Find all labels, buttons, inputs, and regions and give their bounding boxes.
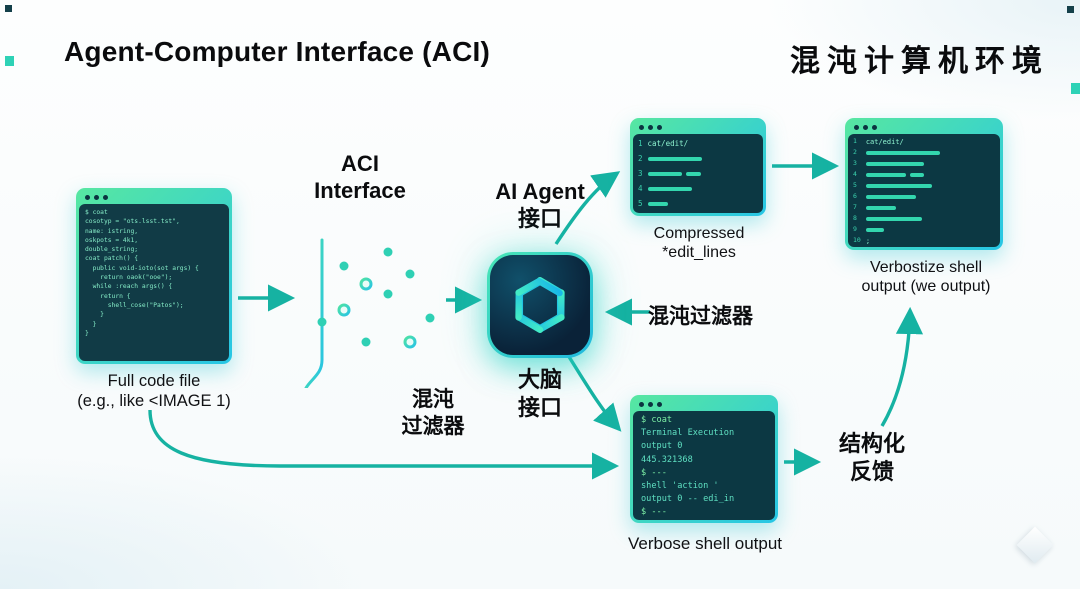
traffic-dot-icon: [639, 402, 644, 407]
traffic-dot-icon: [639, 125, 644, 130]
brand-diamond-icon: [1016, 526, 1054, 564]
traffic-dot-icon: [648, 402, 653, 407]
traffic-dot-icon: [657, 402, 662, 407]
chaos-filter-label-right: 混沌过滤器: [648, 305, 753, 328]
code-line: cat/edit/: [647, 139, 689, 148]
traffic-dot-icon: [854, 125, 859, 130]
code-line: ;: [865, 236, 871, 245]
openai-logo-icon: [515, 277, 565, 333]
traffic-dot-icon: [648, 125, 653, 130]
edge-accent-right: [1071, 83, 1080, 94]
window-header: [633, 398, 775, 411]
verbostize-caption: Verbostize shell output (we output): [861, 259, 991, 295]
window-header: [79, 191, 229, 204]
verbose-caption: Verbose shell output: [627, 534, 783, 553]
traffic-dot-icon: [103, 195, 108, 200]
chaos-filter-label-left: 混沌 过滤器: [401, 388, 465, 438]
window-header: [633, 121, 763, 134]
traffic-dot-icon: [863, 125, 868, 130]
circuit-icon: [304, 222, 435, 388]
traffic-dot-icon: [657, 125, 662, 130]
code-line: cat/edit/: [865, 137, 904, 146]
ai-agent-tile: [487, 252, 593, 358]
page-title: Agent-Computer Interface (ACI): [64, 36, 491, 67]
compressed-caption: Compressed *edit_lines: [653, 225, 745, 261]
traffic-dot-icon: [872, 125, 877, 130]
aci-interface-label: ACI Interface: [314, 151, 406, 203]
traffic-dot-icon: [85, 195, 90, 200]
traffic-dot-icon: [94, 195, 99, 200]
corner-accent-topleft: [5, 5, 12, 12]
structured-feedback-label: 结构化 反馈: [838, 431, 905, 484]
brain-interface-label: 大脑 接口: [517, 367, 562, 420]
full-code-caption: Full code file (e.g., like <IMAGE 1): [77, 372, 231, 410]
arrow-feedback-to-verbostize: [880, 306, 924, 427]
edge-accent-left: [5, 56, 14, 66]
ai-agent-label: AI Agent 接口: [495, 179, 585, 231]
cn-environment-title: 混沌计算机环境: [790, 45, 1049, 78]
window-header: [848, 121, 1000, 134]
corner-accent-topright: [1067, 6, 1074, 13]
